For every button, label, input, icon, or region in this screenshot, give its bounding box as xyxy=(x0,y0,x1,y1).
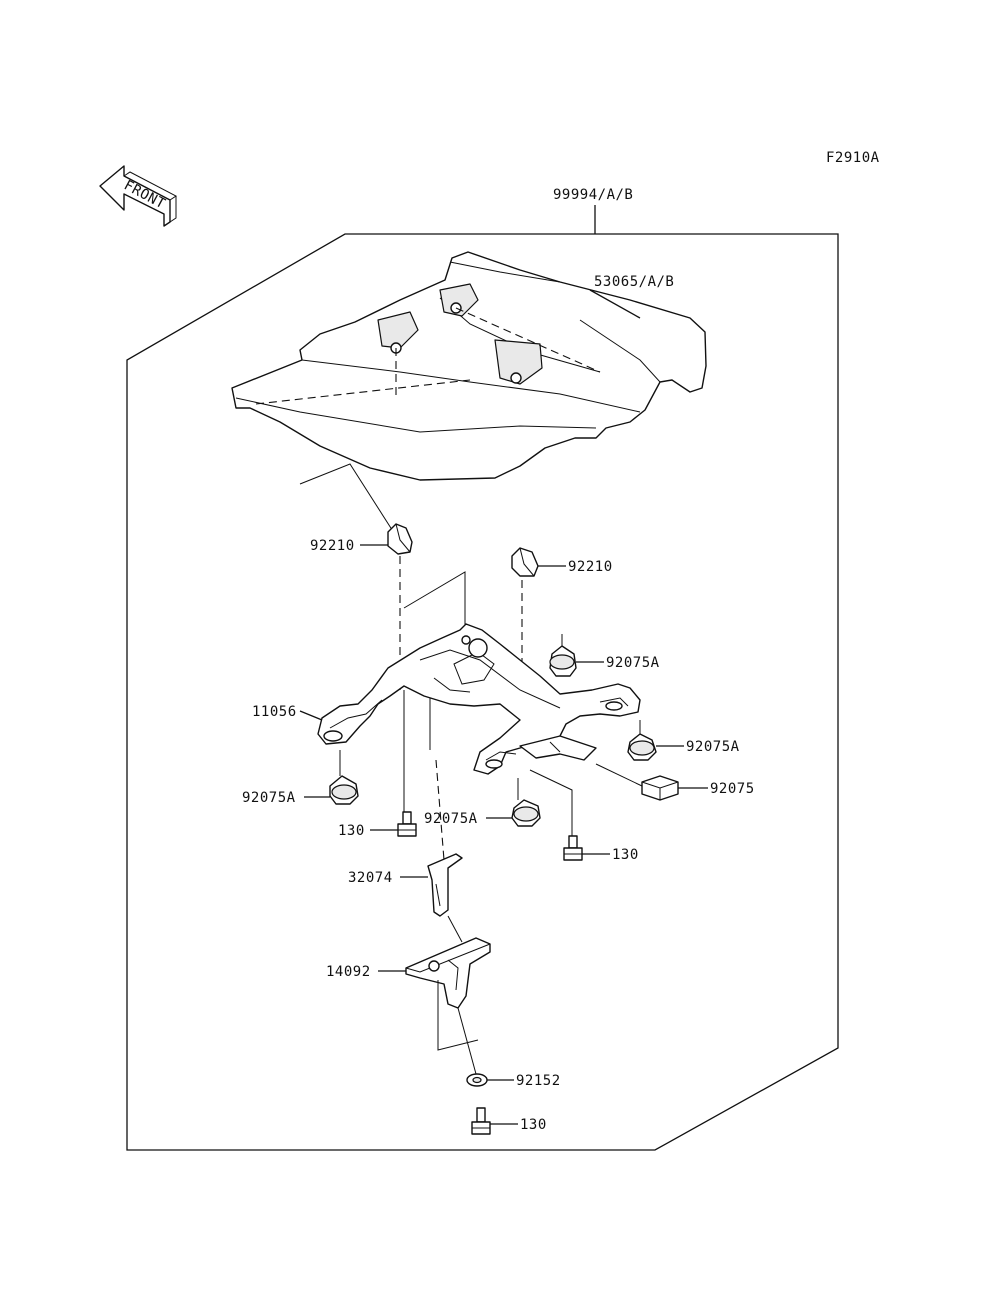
seat-cover xyxy=(231,251,707,481)
stay-callout: 32074 xyxy=(348,870,393,886)
kit-outline xyxy=(126,233,839,1151)
damper-top-right-callout: 92075A xyxy=(606,655,660,671)
stay xyxy=(427,853,463,917)
bolt-right xyxy=(563,835,583,861)
pad xyxy=(641,775,679,801)
damper-left-callout: 92075A xyxy=(242,790,296,806)
damper-mid-right xyxy=(627,720,657,761)
bolt-left xyxy=(397,811,417,837)
bolt-left-callout: 130 xyxy=(338,823,365,839)
clip-right-callout: 92210 xyxy=(568,559,613,575)
damper-top-right xyxy=(549,634,577,677)
guide-stay xyxy=(435,759,445,861)
cover-callout: 53065/A/B xyxy=(594,274,674,290)
kit-callout: 99994/A/B xyxy=(553,187,633,203)
guide-nut xyxy=(457,1007,477,1075)
clip-right xyxy=(511,547,539,577)
holder xyxy=(405,937,491,1009)
bolt-bottom-callout: 130 xyxy=(520,1117,547,1133)
bracket-leader xyxy=(299,710,323,721)
bolt-bottom xyxy=(471,1107,491,1135)
nut-callout: 92152 xyxy=(516,1073,561,1089)
guide-holder xyxy=(447,915,463,943)
front-arrow-icon: FRONT xyxy=(99,165,177,227)
bracket xyxy=(317,623,641,775)
damper-left xyxy=(329,750,359,805)
nut xyxy=(466,1073,488,1087)
damper-mid-right-callout: 92075A xyxy=(686,739,740,755)
damper-center xyxy=(511,778,541,827)
clip-left xyxy=(387,523,413,555)
clip-left-callout: 92210 xyxy=(310,538,355,554)
holder-callout: 14092 xyxy=(326,964,371,980)
figure-code: F2910A xyxy=(826,150,880,166)
bolt-right-callout: 130 xyxy=(612,847,639,863)
damper-center-callout: 92075A xyxy=(424,811,478,827)
pad-callout: 92075 xyxy=(710,781,755,797)
cover-leader xyxy=(589,289,641,319)
front-arrow-label: FRONT xyxy=(121,177,168,212)
bracket-callout: 11056 xyxy=(252,704,297,720)
